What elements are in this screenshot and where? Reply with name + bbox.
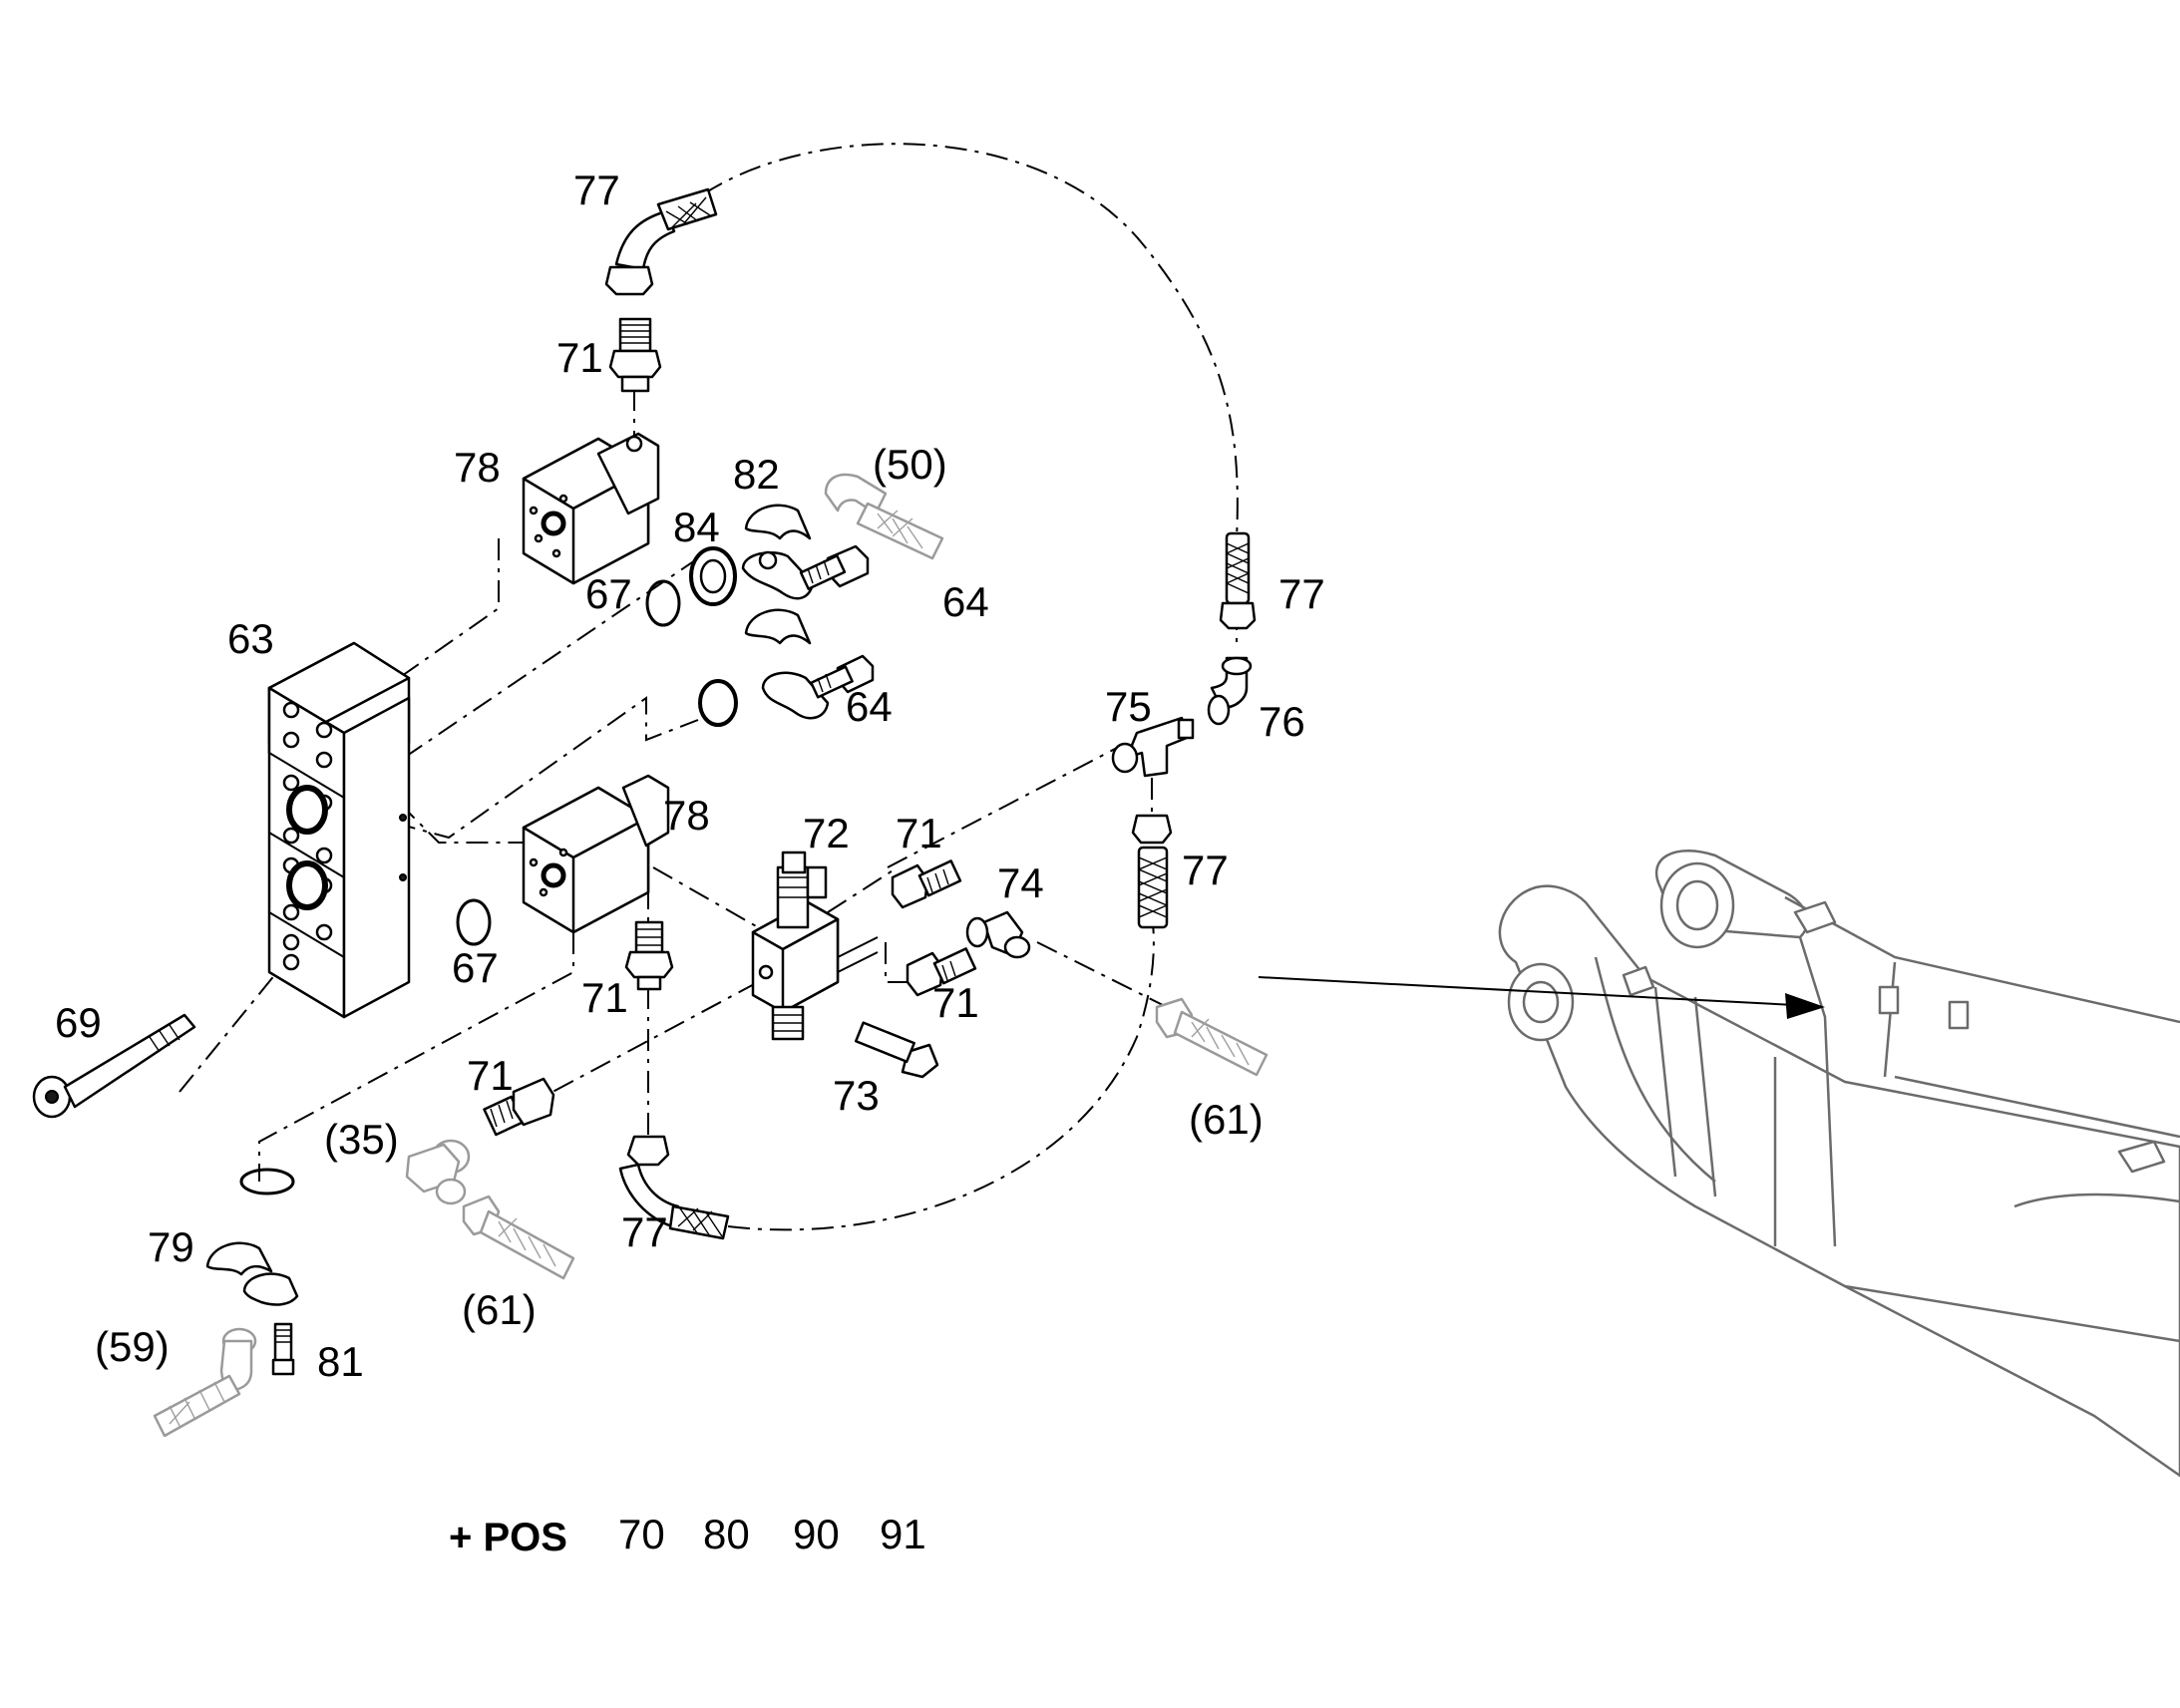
label-67-upper: 67 <box>585 570 632 617</box>
ghost-hose-50 <box>824 473 944 560</box>
bolt-64-lower <box>810 654 875 699</box>
label-69: 69 <box>55 999 102 1046</box>
label-67-lower: 67 <box>452 944 499 991</box>
label-84: 84 <box>673 504 720 550</box>
hose-77-right-upper <box>1219 531 1257 630</box>
seal-ring-84 <box>689 546 737 606</box>
bolt-64-upper <box>799 544 870 590</box>
additional-positions-note: + POS 70 80 90 91 <box>449 1511 926 1559</box>
solenoid-valve-78-upper <box>522 432 660 585</box>
label-79: 79 <box>148 1223 194 1270</box>
label-71-middle: 71 <box>581 974 628 1021</box>
pos-item: 70 <box>618 1511 665 1557</box>
flange-clamp-82 <box>741 504 815 600</box>
label-76: 76 <box>1259 698 1305 745</box>
label-77-bottom: 77 <box>621 1208 668 1255</box>
elbow-76 <box>1207 656 1253 726</box>
pos-item: 80 <box>703 1511 750 1557</box>
o-ring-67-upper <box>645 579 681 627</box>
label-71-right-lower: 71 <box>932 979 979 1026</box>
label-78-lower: 78 <box>663 792 710 839</box>
label-81: 81 <box>317 1338 364 1385</box>
label-63: 63 <box>227 615 274 662</box>
label-71-right-upper: 71 <box>896 810 942 856</box>
fitting-71-right-upper <box>891 859 962 909</box>
label-77-right-lower: 77 <box>1182 847 1229 893</box>
fitting-71-right-lower <box>906 947 977 997</box>
label-74: 74 <box>997 859 1044 906</box>
hose-77-bottom <box>618 1135 730 1240</box>
bolt-73 <box>854 1021 939 1079</box>
o-ring-67-lower <box>456 898 492 946</box>
o-ring-lower-left <box>239 1168 295 1196</box>
label-75: 75 <box>1105 683 1152 730</box>
callout-labels: 77 71 78 63 82 (50) 84 67 64 64 77 75 76… <box>55 167 1325 1385</box>
ghost-hose-61-right <box>1155 997 1269 1077</box>
flange-clamp-lower <box>744 608 830 720</box>
ghost-hose-59 <box>153 1327 257 1438</box>
flange-clamp-79 <box>205 1241 299 1306</box>
pos-prefix: + POS <box>449 1516 567 1559</box>
label-50: (50) <box>873 441 947 488</box>
elbow-74 <box>965 910 1031 959</box>
valve-block-63 <box>267 641 411 1019</box>
bolt-69 <box>32 1013 196 1119</box>
label-59: (59) <box>95 1323 170 1370</box>
label-61-left: (61) <box>462 1286 537 1333</box>
label-78-upper: 78 <box>454 444 501 491</box>
fitting-71-middle <box>624 920 674 991</box>
boom-illustration <box>1258 850 2180 1478</box>
ghost-fitting-35 <box>405 1139 471 1205</box>
solenoid-valve-78-lower <box>522 774 670 934</box>
pos-item: 90 <box>793 1511 840 1557</box>
label-64-lower: 64 <box>846 683 893 730</box>
bolt-81 <box>271 1322 295 1376</box>
label-64-upper: 64 <box>942 578 989 625</box>
hose-77-top <box>604 187 718 296</box>
label-77-top: 77 <box>573 167 620 213</box>
label-77-right-upper: 77 <box>1278 570 1325 617</box>
label-73: 73 <box>833 1072 880 1119</box>
label-72: 72 <box>803 810 850 856</box>
valve-72 <box>751 851 879 1041</box>
tee-75 <box>1111 716 1195 778</box>
fitting-71-left-lower <box>483 1077 555 1137</box>
hose-77-right-lower <box>1131 814 1173 929</box>
label-61-right: (61) <box>1189 1096 1264 1143</box>
fitting-71-top <box>608 317 662 393</box>
pos-item: 91 <box>880 1511 926 1557</box>
ghost-hose-61-left <box>462 1195 575 1280</box>
label-71-left-lower: 71 <box>467 1052 514 1099</box>
label-82: 82 <box>733 451 780 498</box>
seal-ring-lower <box>698 679 738 727</box>
label-71-top: 71 <box>556 334 603 381</box>
label-35: (35) <box>324 1116 399 1163</box>
leader-lines <box>179 143 1239 1231</box>
